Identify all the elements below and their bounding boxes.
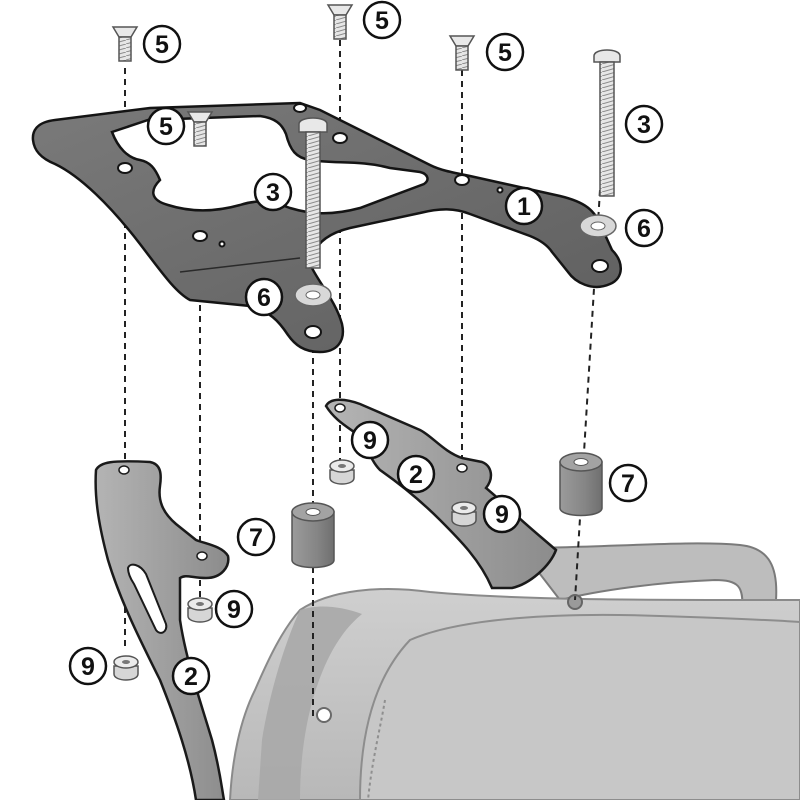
callout-6-right: 6 [624, 208, 664, 248]
callout-9-right: 9 [482, 494, 522, 534]
spacer-7-right [559, 452, 603, 517]
callout-label: 9 [227, 596, 241, 624]
flange-nuts [113, 459, 477, 681]
callout-3-right: 3 [624, 104, 664, 144]
callout-label: 2 [184, 663, 198, 691]
callout-label: 5 [155, 31, 169, 59]
plate-fold-line [179, 257, 301, 273]
callout-6-center: 6 [244, 277, 284, 317]
callout-label: 1 [517, 193, 531, 221]
callout-5-center: 5 [362, 0, 402, 40]
seat-mount-hole [316, 707, 332, 723]
flat-head-screws [111, 4, 476, 147]
callout-5-inner: 5 [146, 106, 186, 146]
callout-7-center: 7 [236, 517, 276, 557]
callout-label: 3 [266, 179, 280, 207]
callouts: 5 5 5 5 3 3 1 6 [68, 0, 664, 696]
plate-holes [117, 103, 609, 339]
callout-7-right: 7 [608, 463, 648, 503]
rail-mount-hole [567, 594, 583, 610]
callout-label: 9 [495, 501, 509, 529]
callout-label: 9 [81, 653, 95, 681]
nut-9-a [329, 459, 355, 485]
bracket-2-right-hole-top [334, 403, 346, 413]
callout-2-right: 2 [396, 454, 436, 494]
screw-5-left [111, 26, 139, 62]
bracket-2-right-hole-side [456, 463, 468, 473]
callout-5-left: 5 [142, 24, 182, 64]
callout-9-lower: 9 [214, 589, 254, 629]
callout-label: 5 [498, 39, 512, 67]
bolt-3-center [298, 117, 328, 269]
screw-5-center [326, 4, 354, 40]
callout-label: 5 [159, 113, 173, 141]
callout-9-left: 9 [68, 646, 108, 686]
spacers [291, 452, 603, 569]
washer-6-right [579, 214, 617, 238]
callout-label: 6 [257, 284, 271, 312]
nut-9-d [113, 655, 139, 681]
bracket-2-left-slot [126, 563, 168, 634]
long-bolts [298, 49, 621, 269]
seat-cushion [358, 613, 800, 800]
callout-5-right: 5 [485, 32, 525, 72]
callout-1: 1 [504, 186, 544, 226]
callout-9-upper: 9 [350, 420, 390, 460]
washers [294, 214, 617, 307]
nut-9-c [187, 597, 213, 623]
spacer-7-center [291, 502, 335, 569]
screw-5-inner [186, 111, 214, 147]
callout-2-left: 2 [171, 656, 211, 696]
callout-3-center: 3 [253, 172, 293, 212]
seat-side-shadow [258, 606, 362, 800]
callout-label: 7 [621, 470, 635, 498]
bracket-2-left-hole-top [118, 465, 130, 475]
nut-9-b [451, 501, 477, 527]
callout-label: 9 [363, 427, 377, 455]
callout-label: 7 [249, 524, 263, 552]
callout-label: 5 [375, 7, 389, 35]
top-plate-cutout [110, 114, 429, 215]
top-plate [31, 101, 622, 354]
washer-6-center [294, 283, 332, 307]
callout-label: 2 [409, 461, 423, 489]
callout-label: 6 [637, 215, 651, 243]
callout-label: 3 [637, 111, 651, 139]
motorcycle-tail [228, 542, 800, 800]
bolt-3-right [593, 49, 621, 197]
screw-5-right [448, 35, 476, 71]
bracket-2-left-hole-side [196, 551, 208, 561]
